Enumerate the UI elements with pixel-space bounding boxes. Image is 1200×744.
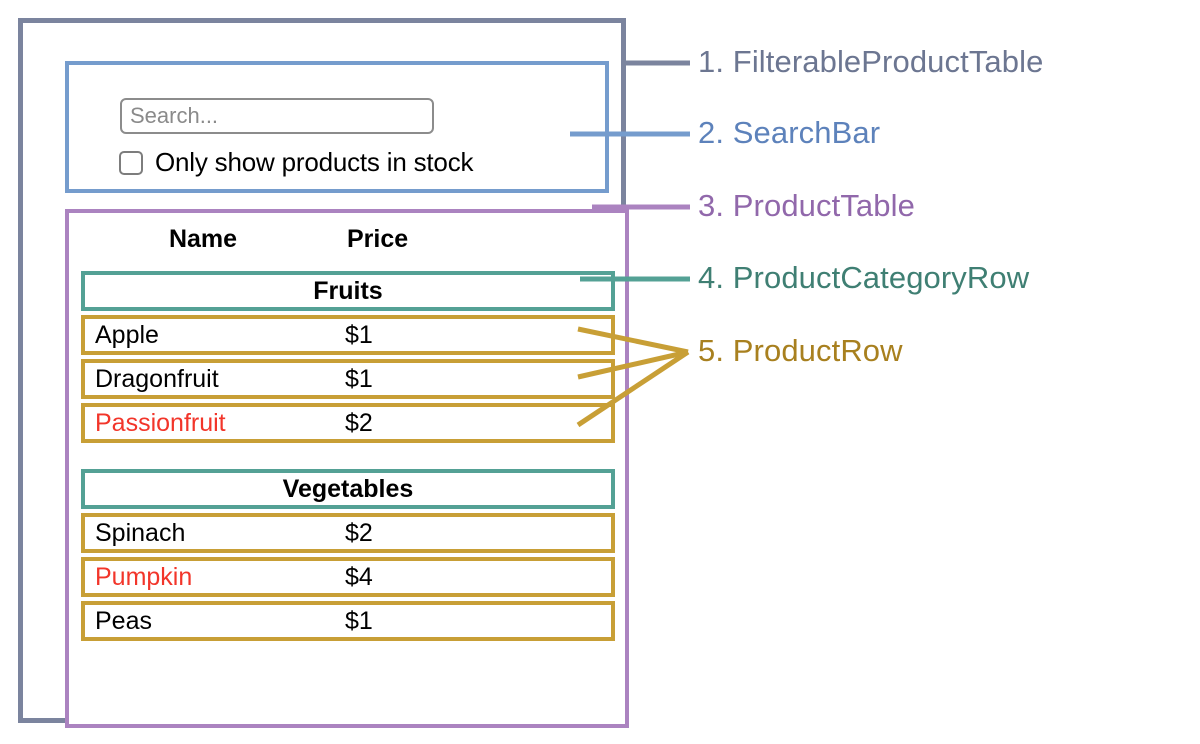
annotation-label-filterable-product-table: 1. FilterableProductTable bbox=[698, 44, 1043, 80]
product-price: $2 bbox=[345, 518, 373, 547]
annotation-label-search-bar: 2. SearchBar bbox=[698, 115, 880, 151]
annotation-label-product-category-row: 4. ProductCategoryRow bbox=[698, 260, 1029, 296]
product-price: $1 bbox=[345, 606, 373, 635]
column-header-price: Price bbox=[347, 225, 409, 253]
annotation-number: 4. bbox=[698, 260, 725, 295]
search-bar-frame: Only show products in stock bbox=[65, 61, 609, 193]
table-header-row: Name Price bbox=[69, 225, 625, 254]
annotation-name: SearchBar bbox=[732, 115, 881, 150]
in-stock-filter-label: Only show products in stock bbox=[155, 147, 474, 177]
annotation-number: 1. bbox=[698, 44, 725, 79]
product-row[interactable]: Passionfruit $2 bbox=[81, 403, 615, 443]
product-row[interactable]: Pumpkin $4 bbox=[81, 557, 615, 597]
group-spacer bbox=[81, 447, 615, 469]
product-name: Dragonfruit bbox=[95, 364, 219, 393]
product-price: $4 bbox=[345, 562, 373, 591]
product-row[interactable]: Spinach $2 bbox=[81, 513, 615, 553]
annotation-number: 2. bbox=[698, 115, 725, 150]
annotation-name: ProductCategoryRow bbox=[732, 260, 1030, 295]
product-name: Pumpkin bbox=[95, 562, 193, 591]
filterable-product-table-frame: Only show products in stock Name Price F… bbox=[18, 18, 629, 728]
product-name: Passionfruit bbox=[95, 408, 226, 437]
product-row[interactable]: Dragonfruit $1 bbox=[81, 359, 615, 399]
annotation-number: 3. bbox=[698, 188, 725, 223]
annotation-name: ProductTable bbox=[732, 188, 915, 223]
product-name: Spinach bbox=[95, 518, 186, 547]
product-category-row: Fruits bbox=[81, 271, 615, 311]
product-price: $1 bbox=[345, 320, 373, 349]
annotation-label-product-row: 5. ProductRow bbox=[698, 333, 903, 369]
table-body: Fruits Apple $1 Dragonfruit $1 Passionfr… bbox=[81, 271, 615, 645]
annotation-number: 5. bbox=[698, 333, 725, 368]
search-input[interactable] bbox=[120, 98, 434, 134]
product-category-row: Vegetables bbox=[81, 469, 615, 509]
product-price: $1 bbox=[345, 364, 373, 393]
product-table-frame: Name Price Fruits Apple $1 Dragonfruit $… bbox=[65, 209, 629, 728]
annotation-name: FilterableProductTable bbox=[732, 44, 1044, 79]
column-header-name: Name bbox=[168, 225, 238, 253]
annotation-name: ProductRow bbox=[732, 333, 903, 368]
annotation-label-product-table: 3. ProductTable bbox=[698, 188, 915, 224]
product-row[interactable]: Peas $1 bbox=[81, 601, 615, 641]
product-row[interactable]: Apple $1 bbox=[81, 315, 615, 355]
product-name: Peas bbox=[95, 606, 152, 635]
product-name: Apple bbox=[95, 320, 159, 349]
checkbox-icon[interactable] bbox=[119, 150, 143, 175]
product-price: $2 bbox=[345, 408, 373, 437]
in-stock-filter-row[interactable]: Only show products in stock bbox=[119, 147, 473, 178]
